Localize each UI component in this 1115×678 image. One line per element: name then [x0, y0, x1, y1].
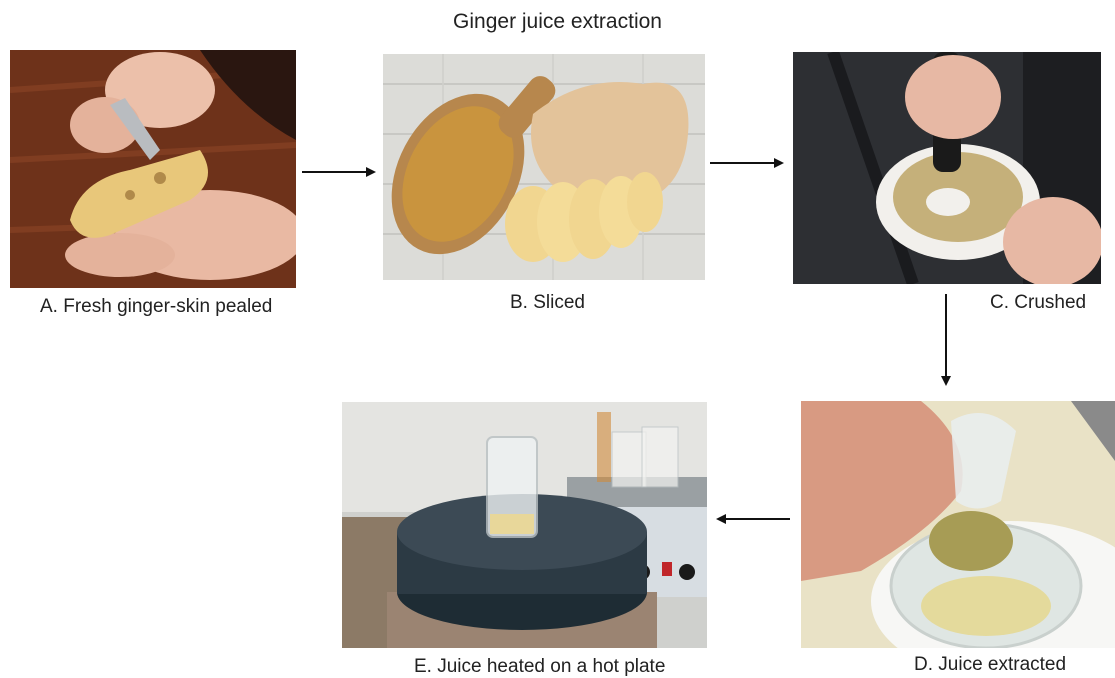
arrow-a-to-b [300, 164, 380, 180]
photo-juice-extracted [801, 401, 1115, 648]
caption-a: A. Fresh ginger-skin pealed [40, 296, 272, 318]
caption-b: B. Sliced [510, 292, 585, 314]
caption-c: C. Crushed [990, 292, 1086, 314]
diagram-title: Ginger juice extraction [0, 10, 1115, 34]
photo-peeling-ginger [10, 50, 296, 288]
photo-crushing-mortar [793, 52, 1101, 284]
caption-d: D. Juice extracted [914, 654, 1066, 676]
arrow-b-to-c [708, 155, 788, 171]
photo-sliced-ginger [383, 54, 705, 280]
caption-e: E. Juice heated on a hot plate [414, 656, 665, 678]
photo-hot-plate [342, 402, 707, 648]
arrow-d-to-e [712, 511, 792, 527]
arrow-c-to-d [938, 292, 954, 390]
